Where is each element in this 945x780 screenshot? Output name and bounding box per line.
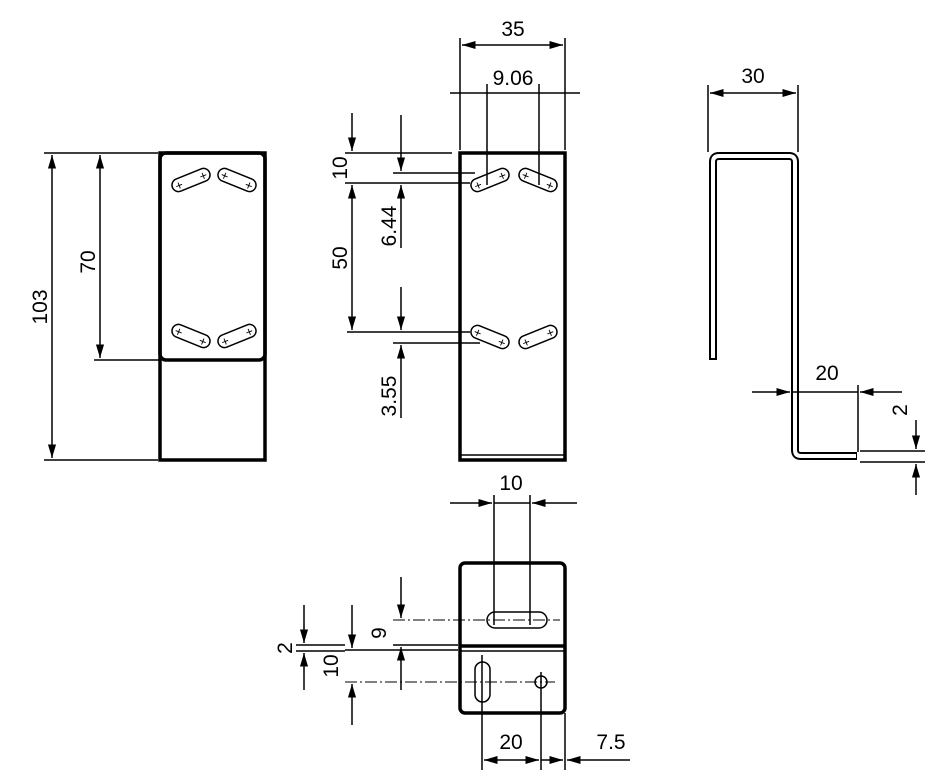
front-view: 35 9.06 10 50 6.44 3.55 xyxy=(329,18,580,462)
dim-depth: 30 xyxy=(741,65,764,88)
dim-offset-bottom: 3.55 xyxy=(378,376,401,417)
dim-thickness: 2 xyxy=(889,404,912,416)
dim-top: 10 xyxy=(329,156,352,179)
dim-hole-spacing: 20 xyxy=(499,731,522,754)
dim-offset-top: 6.44 xyxy=(378,205,401,246)
dim-bend: 2 xyxy=(274,642,297,654)
dim-slot-spacing: 9.06 xyxy=(493,67,534,90)
dim-vertical: 50 xyxy=(329,246,352,269)
dim-foot: 20 xyxy=(815,362,838,385)
dim-slot-pos: 9 xyxy=(368,627,391,639)
dim-hole-pos: 10 xyxy=(320,654,343,677)
dim-edge: 7.5 xyxy=(596,731,625,754)
side-view: 30 20 2 xyxy=(707,65,925,495)
left-view: 103 70 xyxy=(29,151,267,462)
bottom-view: 10 9 10 2 20 7.5 xyxy=(274,472,630,770)
dim-slot-width: 10 xyxy=(499,472,522,495)
dim-plate: 70 xyxy=(77,250,100,273)
dim-width: 35 xyxy=(501,18,524,41)
dim-height: 103 xyxy=(29,289,52,324)
